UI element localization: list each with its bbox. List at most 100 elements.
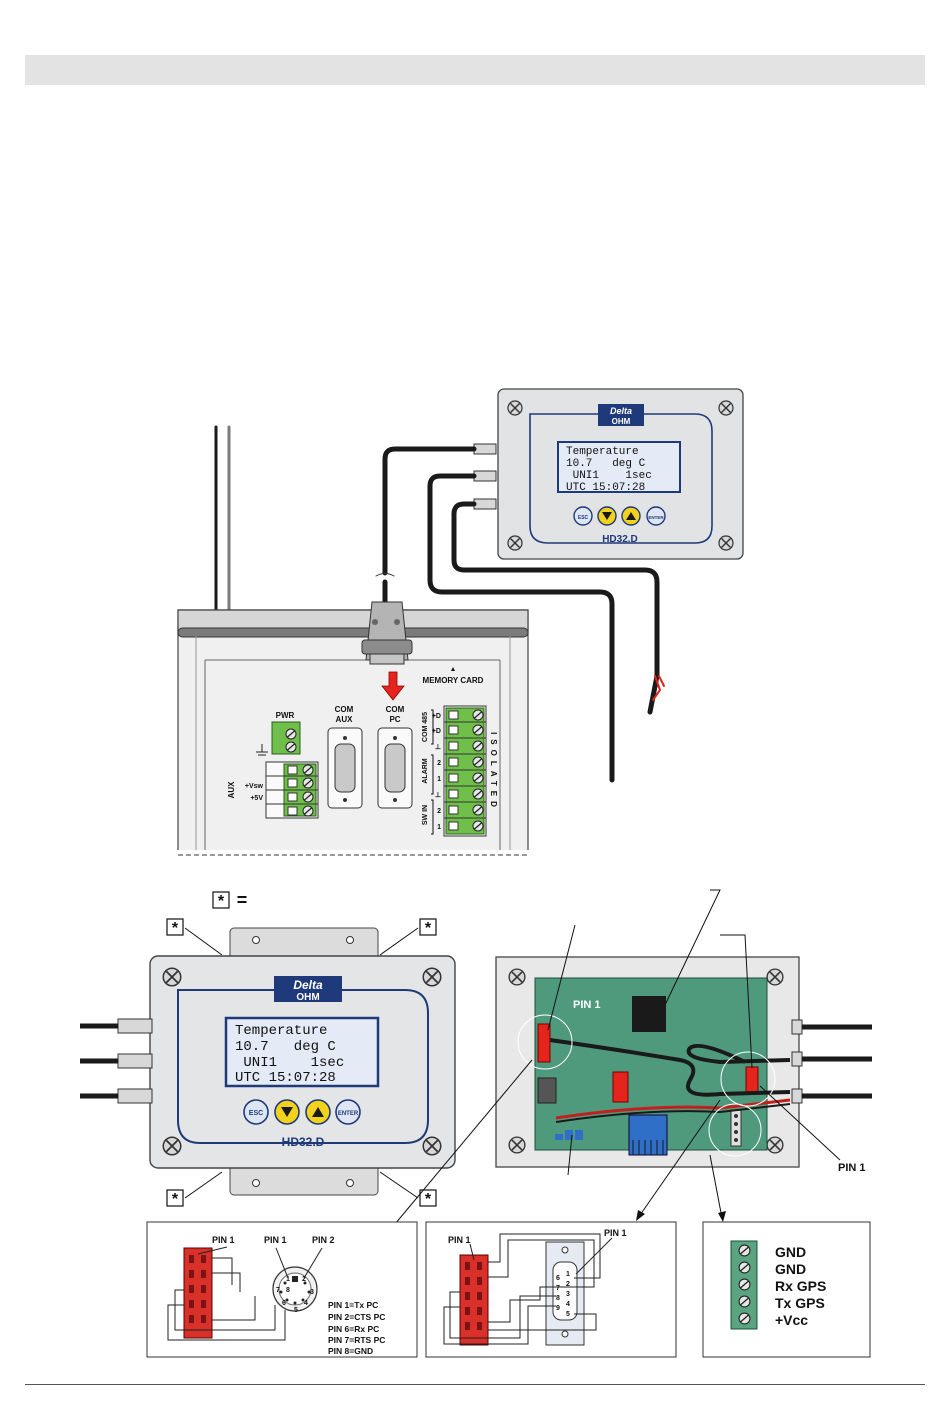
model-label-large: HD32.D [282,1135,325,1149]
device-large [80,927,456,1196]
enter-key-label-large: ENTER [338,1111,359,1117]
inner-view [495,956,872,1168]
star-legend: * [212,891,230,910]
group-sw-in: SW IN [422,805,429,825]
logo-large-line2: OHM [296,992,319,1003]
right-term-8: 1 [437,824,441,831]
svg-text:*: * [172,1191,179,1208]
pinmap-1: PIN 1=Tx PC [328,1300,378,1310]
detail-2 [425,1221,677,1358]
svg-text:*: * [425,1191,432,1208]
logo-small-line1: Delta [610,406,632,416]
inner-pin1-bottom: PIN 1 [838,1162,866,1174]
detail2-label-pin1-a: PIN 1 [448,1235,471,1245]
header-bar [25,55,925,85]
pwr-terminal [256,721,301,756]
svg-text:*: * [172,920,179,937]
detail1-label-pin2: PIN 2 [312,1235,335,1245]
display-large-line-4: UTC 15:07:28 [235,1070,336,1086]
logo-small-line2: OHM [612,417,631,426]
star-markers: * * * * [166,918,437,1208]
display-large-line-3: UNI1 1sec [235,1055,344,1071]
db9-pin-2: 2 [566,1281,570,1288]
com-aux-label-2: AUX [336,715,354,724]
star-legend-equals: = [237,890,248,910]
detail1-label-pin1-a: PIN 1 [212,1235,235,1245]
pinmap-4: PIN 7=RTS PC [328,1335,385,1345]
gps-term-vcc: +Vcc [775,1312,808,1328]
svg-text:3: 3 [310,1289,314,1296]
group-alarm: ALARM [422,758,429,783]
db9-pin-9: 9 [556,1305,560,1312]
com-pc-port [377,727,413,809]
detail1-label-pin1-b: PIN 1 [264,1235,287,1245]
db9-plug [361,601,413,665]
group-com485: COM 485 [422,712,429,742]
logo-large-line1: Delta [293,978,323,992]
svg-text:6: 6 [282,1300,286,1307]
display-small-line-2: 10.7 deg C [566,458,646,470]
inner-pin1-top: PIN 1 [573,999,601,1011]
display-large-line-2: 10.7 deg C [235,1039,336,1055]
esc-key-label-large: ESC [249,1110,263,1117]
svg-text:*: * [425,920,432,937]
pinmap-5: PIN 8=GND [328,1346,373,1356]
display-small-line-3: UNI1 1sec [566,470,652,482]
gps-term-tx: Tx GPS [775,1295,825,1311]
star-leader-lines [184,927,419,1199]
memory-card-arrow-icon [451,667,455,671]
gps-term-gnd-1: GND [775,1244,806,1260]
display-small-line-1: Temperature [566,446,639,458]
right-terminal-block [443,705,487,837]
aux-terminal [265,761,319,819]
memory-card-label: MEMORY CARD [423,676,484,685]
right-term-1: +D [432,713,441,720]
db9-pin-6: 6 [556,1275,560,1282]
display-small-line-4: UTC 15:07:28 [566,482,645,494]
com-pc-label-2: PC [389,715,400,724]
svg-text:*: * [218,893,225,910]
pwr-label: PWR [276,711,295,720]
aux-term-5v: +5V [250,795,263,802]
device-small [473,388,744,560]
insert-arrow-icon [381,671,405,701]
pinmap-3: PIN 6=Rx PC [328,1324,379,1334]
com-aux-label-1: COM [335,705,354,714]
com-pc-label-1: COM [386,705,405,714]
display-large-line-1: Temperature [235,1023,327,1039]
aux-term-vsw: +Vsw [245,783,264,790]
com-aux-port [327,727,363,809]
aux-label: AUX [227,781,236,799]
pinmap-2: PIN 2=CTS PC [328,1312,385,1322]
gps-term-rx: Rx GPS [775,1278,826,1294]
detail-3 [702,1221,871,1358]
svg-text:5: 5 [294,1307,298,1314]
isolated-label: ISOLATED [489,732,498,812]
right-term-4: 2 [437,760,441,767]
db9-pin-5: 5 [566,1311,570,1318]
detail2-label-pin1-b: PIN 1 [604,1228,627,1238]
inner-leader-lines [389,889,841,1231]
esc-key-label-small: ESC [578,515,589,521]
db9-pin-8: 8 [556,1295,560,1302]
svg-text:1: 1 [286,1276,290,1283]
enter-key-label-small: ENTER [648,515,664,520]
db9-pin-1: 1 [566,1271,570,1278]
svg-text:4: 4 [304,1300,308,1307]
svg-text:8: 8 [286,1287,290,1294]
group-brackets [431,709,434,835]
right-term-3: ⊥ [435,743,441,751]
gps-term-gnd-2: GND [775,1261,806,1277]
model-label-small: HD32.D [602,534,638,545]
db9-pin-7: 7 [556,1285,560,1292]
db9-pin-3: 3 [566,1291,570,1298]
db9-pin-4: 4 [566,1301,570,1308]
footer-rule [25,1384,925,1385]
svg-text:2: 2 [302,1276,306,1283]
right-term-5: 1 [437,776,441,783]
right-term-2: +D [432,728,441,735]
right-term-6: ⊥ [435,791,441,799]
right-term-7: 2 [437,808,441,815]
